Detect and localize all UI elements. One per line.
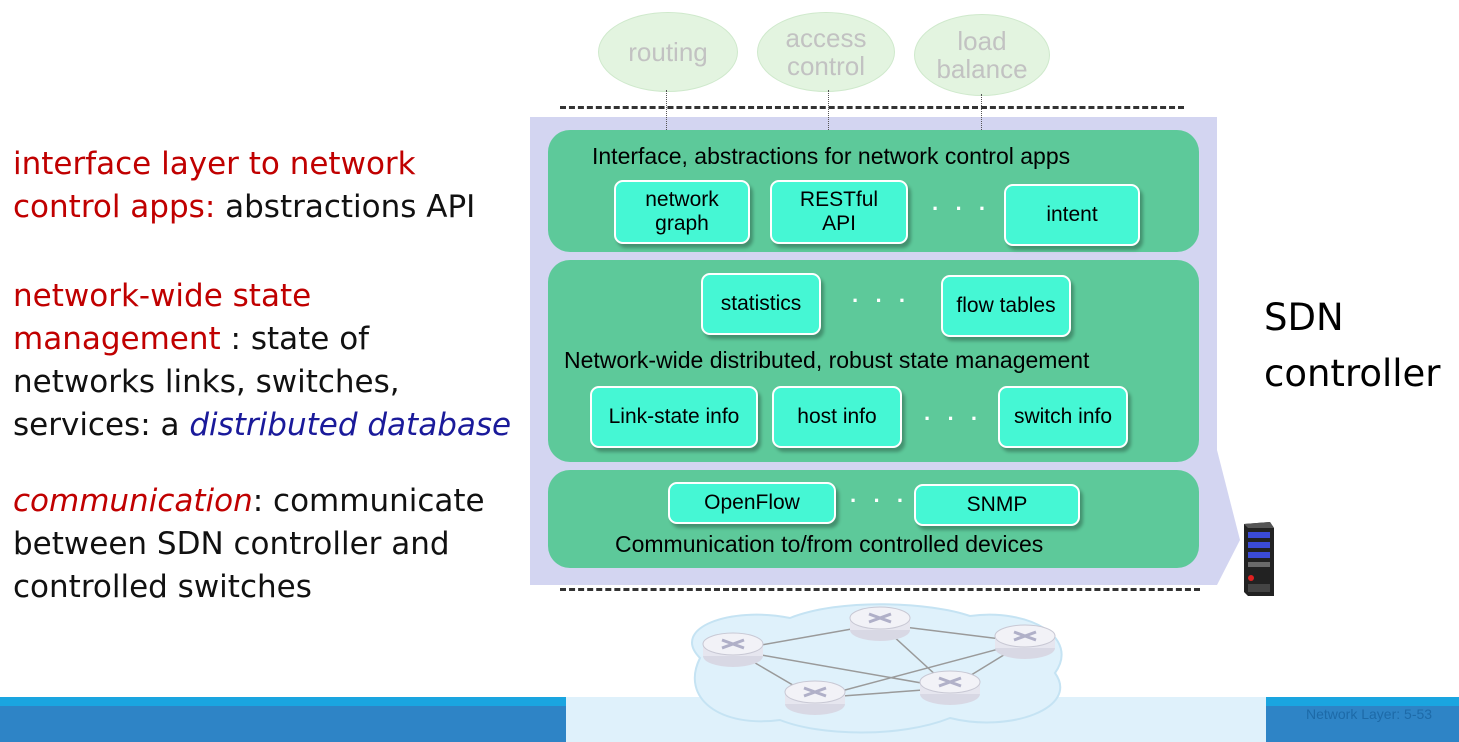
- load-balance-connector: [981, 94, 982, 132]
- access-control-connector: [828, 90, 829, 132]
- state-annotation-line3: networks links, switches,: [13, 364, 400, 400]
- state-annotation: network-wide state management : state of…: [13, 275, 511, 447]
- state-annotation-line2: management : state of: [13, 318, 511, 361]
- sdn-controller-label: SDN controller: [1264, 290, 1441, 402]
- interface-annotation-line1: interface layer to network: [13, 146, 416, 182]
- bottom-dashed-line: [560, 588, 1200, 591]
- state-annotation-line4a: services: a: [13, 407, 190, 443]
- interface-annotation-line2: control apps: abstractions API: [13, 186, 475, 229]
- interface-layer-title: Interface, abstractions for network cont…: [592, 143, 1071, 169]
- comm-annotation-line1: communication: communicate: [13, 480, 485, 523]
- network-switches-cloud: [691, 603, 1063, 734]
- state-annotation-line1: network-wide state: [13, 278, 312, 314]
- statistics-box: statistics: [701, 273, 821, 335]
- state-top-ellipsis: · · ·: [852, 288, 912, 313]
- comm-annotation-red: communication: [13, 483, 253, 519]
- snmp-box: SNMP: [914, 484, 1080, 526]
- comm-layer-title: Communication to/from controlled devices: [615, 531, 1044, 557]
- sdn-label-line2: controller: [1264, 352, 1441, 395]
- communication-layer: [548, 470, 1199, 568]
- distributed-database-text: distributed database: [189, 407, 512, 443]
- router-icon: [849, 606, 911, 641]
- comm-annotation-line2: between SDN controller and: [13, 526, 450, 562]
- top-dashed-line: [560, 106, 1184, 109]
- footer-slide-label: Network Layer: 5-53: [1306, 706, 1433, 722]
- app-routing: routing: [598, 12, 738, 92]
- routing-connector: [666, 90, 667, 132]
- server-icon: [1244, 522, 1274, 596]
- host-info-box: host info: [772, 386, 902, 448]
- state-annotation-line4: services: a distributed database: [13, 404, 511, 447]
- interface-annotation-black: abstractions API: [215, 189, 476, 225]
- comm-annotation-line3: controlled switches: [13, 569, 312, 605]
- switch-info-box: switch info: [998, 386, 1128, 448]
- comm-annotation: communication: communicate between SDN c…: [13, 480, 485, 609]
- app-access-control: access control: [757, 12, 895, 92]
- state-bottom-ellipsis: · · ·: [924, 406, 984, 431]
- state-annotation-red: management: [13, 321, 221, 357]
- intent-box: intent: [1004, 184, 1140, 246]
- interface-annotation-red: control apps:: [13, 189, 216, 225]
- link-state-info-box: Link-state info: [590, 386, 758, 448]
- comm-ellipsis: · · ·: [850, 488, 910, 513]
- interface-annotation: interface layer to network control apps:…: [13, 143, 475, 229]
- sdn-label-line1: SDN: [1264, 296, 1344, 339]
- flow-tables-box: flow tables: [941, 275, 1071, 337]
- network-graph-box: network graph: [614, 180, 750, 244]
- router-icon: [994, 624, 1056, 659]
- router-icon: [919, 670, 981, 705]
- app-load-balance: load balance: [914, 14, 1050, 96]
- router-icon: [702, 632, 764, 667]
- state-annotation-black: : state of: [220, 321, 370, 357]
- comm-annotation-black: : communicate: [252, 483, 485, 519]
- state-layer-title: Network-wide distributed, robust state m…: [564, 347, 1090, 373]
- interface-ellipsis: · · ·: [932, 196, 992, 221]
- router-icon: [784, 680, 846, 715]
- controller-callout: [1217, 450, 1240, 585]
- openflow-box: OpenFlow: [668, 482, 836, 524]
- restful-api-box: RESTful API: [770, 180, 908, 244]
